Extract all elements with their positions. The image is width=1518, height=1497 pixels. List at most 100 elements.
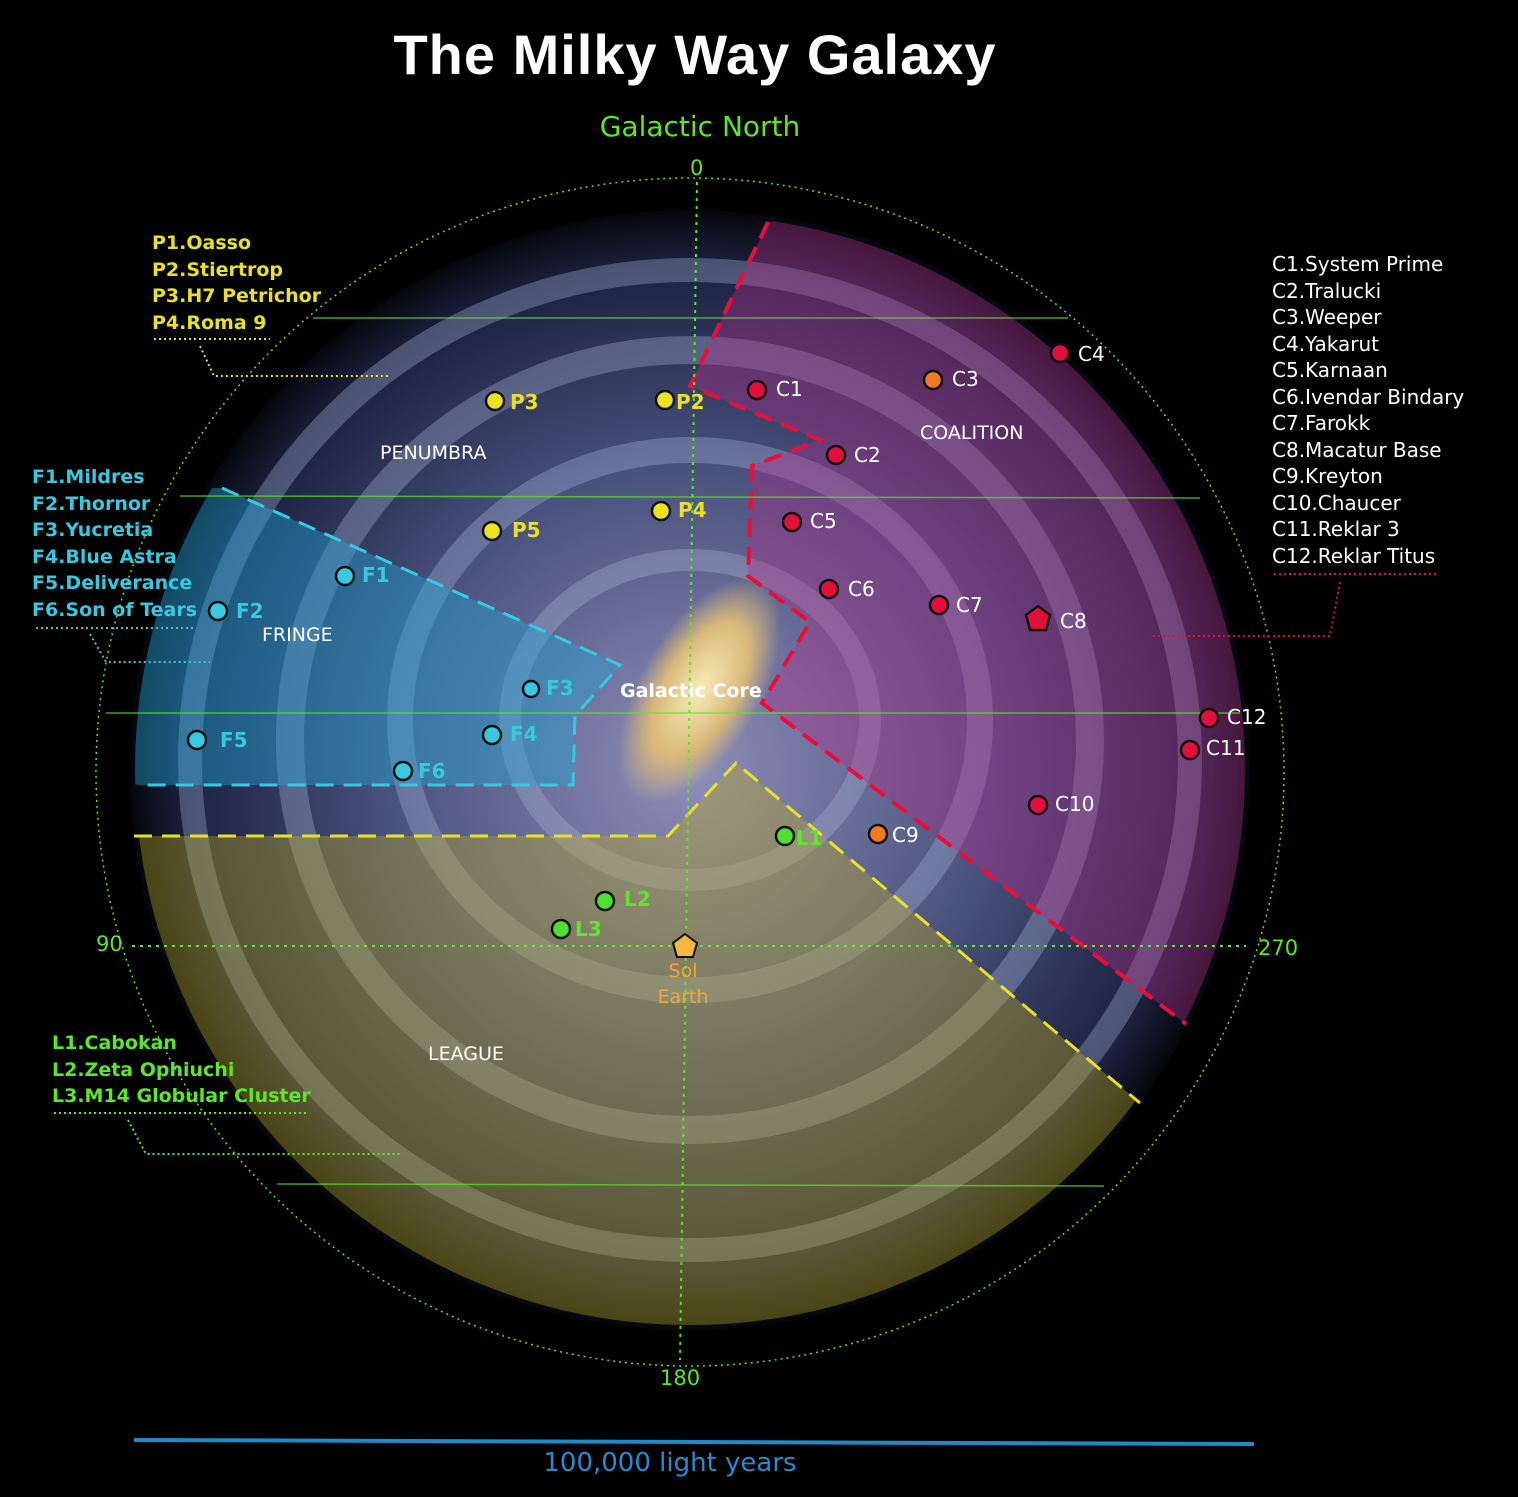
legend-item: C10.Chaucer bbox=[1272, 490, 1401, 515]
sol-label: Sol Earth bbox=[640, 958, 726, 1010]
legend-item: L2.Zeta Ophiuchi bbox=[52, 1058, 235, 1081]
penumbra-markers bbox=[481, 389, 676, 542]
marker-f5[interactable] bbox=[186, 729, 208, 751]
legend-item: P3.H7 Petrichor bbox=[152, 285, 322, 307]
region-label-coalition: COALITION bbox=[920, 422, 1024, 444]
fringe-markers bbox=[186, 565, 541, 782]
label-c4: C4 bbox=[1078, 342, 1105, 366]
label-f6: F6 bbox=[418, 759, 446, 783]
legend-item: P2.Stiertrop bbox=[152, 258, 284, 281]
label-l3: L3 bbox=[575, 917, 602, 941]
marker-c5[interactable] bbox=[781, 511, 803, 533]
sol-label-line1: Sol bbox=[668, 960, 698, 982]
page-title: The Milky Way Galaxy bbox=[393, 23, 997, 86]
degree-90-label: 90 bbox=[96, 932, 123, 956]
penumbra-legend: P1.Oasso P2.Stiertrop P3.H7 Petrichor P4… bbox=[152, 230, 321, 336]
fringe-border bbox=[140, 486, 623, 787]
marker-f1[interactable] bbox=[334, 565, 356, 587]
legend-item: C6.Ivendar Bindary bbox=[1272, 384, 1465, 409]
marker-l3[interactable] bbox=[550, 918, 572, 940]
legend-item: C12.Reklar Titus bbox=[1272, 543, 1436, 568]
degree-180-label: 180 bbox=[660, 1366, 701, 1390]
legend-item: C8.Macatur Base bbox=[1272, 437, 1442, 462]
label-f5: F5 bbox=[220, 728, 248, 752]
marker-p2[interactable] bbox=[654, 389, 676, 411]
legend-item: C3.Weeper bbox=[1272, 305, 1382, 329]
legend-item: C1.System Prime bbox=[1272, 252, 1444, 276]
marker-c4[interactable] bbox=[1049, 342, 1071, 364]
sol-label-line2: Earth bbox=[657, 986, 709, 1008]
label-c1: C1 bbox=[776, 377, 803, 401]
marker-f6[interactable] bbox=[392, 760, 414, 782]
label-c10: C10 bbox=[1055, 792, 1094, 816]
legend-item: P4.Roma 9 bbox=[152, 311, 267, 334]
legend-item: F3.Yucretia bbox=[32, 519, 154, 541]
legend-item: P1.Oasso bbox=[152, 232, 252, 254]
label-f4: F4 bbox=[510, 722, 538, 746]
label-c6: C6 bbox=[848, 577, 875, 601]
label-c7: C7 bbox=[956, 593, 983, 617]
galactic-north-label: Galactic North bbox=[599, 110, 801, 143]
marker-c3[interactable] bbox=[922, 369, 944, 391]
grid bbox=[95, 177, 1285, 1367]
degree-270-label: 270 bbox=[1258, 936, 1299, 960]
label-c5: C5 bbox=[810, 509, 837, 533]
penumbra-leader-2 bbox=[199, 345, 388, 377]
region-label-penumbra: PENUMBRA bbox=[380, 442, 487, 464]
label-c8: C8 bbox=[1060, 609, 1087, 633]
faction-borders bbox=[134, 221, 1188, 1105]
galactic-core-label: Galactic Core bbox=[620, 680, 762, 702]
legend-item: F4.Blue Astra bbox=[32, 545, 177, 568]
grid-line-2 bbox=[179, 495, 1201, 499]
legend-item: L3.M14 Globular Cluster bbox=[52, 1085, 311, 1107]
legend-item: F6.Son of Tears bbox=[32, 598, 198, 621]
label-c12: C12 bbox=[1227, 705, 1266, 729]
marker-c11[interactable] bbox=[1179, 739, 1201, 761]
leader-lines bbox=[36, 338, 1436, 1155]
marker-c10[interactable] bbox=[1027, 794, 1049, 816]
marker-c8[interactable] bbox=[1024, 604, 1052, 632]
marker-c9[interactable] bbox=[867, 823, 889, 845]
marker-c1[interactable] bbox=[746, 379, 768, 401]
marker-l1[interactable] bbox=[774, 825, 796, 847]
label-p4: P4 bbox=[678, 498, 707, 522]
marker-c12[interactable] bbox=[1198, 707, 1220, 729]
label-c3: C3 bbox=[952, 367, 979, 391]
fringe-region bbox=[135, 488, 620, 785]
legend-item: C5.Karnaan bbox=[1272, 358, 1388, 382]
label-c11: C11 bbox=[1206, 736, 1245, 760]
league-markers bbox=[550, 825, 796, 940]
label-p3: P3 bbox=[510, 390, 539, 414]
sol-marker[interactable] bbox=[671, 932, 699, 958]
legend-item: C7.Farokk bbox=[1272, 411, 1371, 435]
label-c9: C9 bbox=[892, 823, 919, 847]
legend-item: C2.Tralucki bbox=[1272, 278, 1382, 303]
scale-label: 100,000 light years bbox=[543, 1448, 797, 1478]
scale-bar bbox=[133, 1438, 1255, 1446]
marker-p5[interactable] bbox=[481, 520, 503, 542]
coalition-legend: C1.System Prime C2.Tralucki C3.Weeper C4… bbox=[1272, 251, 1464, 569]
marker-f3[interactable] bbox=[521, 679, 541, 699]
label-f2: F2 bbox=[236, 599, 264, 623]
label-c2: C2 bbox=[854, 443, 881, 467]
marker-p3[interactable] bbox=[484, 390, 506, 412]
grid-line-4 bbox=[276, 1183, 1105, 1187]
marker-c2[interactable] bbox=[825, 444, 847, 466]
legend-item: C4.Yakarut bbox=[1272, 331, 1379, 356]
degree-0-label: 0 bbox=[690, 156, 704, 180]
label-p2: P2 bbox=[676, 390, 705, 414]
marker-c6[interactable] bbox=[818, 578, 840, 600]
marker-l2[interactable] bbox=[594, 890, 616, 912]
legend-item: F1.Mildres bbox=[32, 466, 145, 488]
marker-f4[interactable] bbox=[481, 724, 503, 746]
label-l2: L2 bbox=[624, 887, 651, 911]
marker-p4[interactable] bbox=[650, 500, 672, 522]
label-f1: F1 bbox=[362, 563, 390, 587]
marker-c7[interactable] bbox=[928, 594, 950, 616]
league-border bbox=[134, 760, 1141, 1105]
label-l1: L1 bbox=[796, 826, 823, 850]
outer-ring bbox=[95, 177, 1285, 1367]
marker-f2[interactable] bbox=[207, 600, 229, 622]
legend-item: C9.Kreyton bbox=[1272, 464, 1383, 488]
